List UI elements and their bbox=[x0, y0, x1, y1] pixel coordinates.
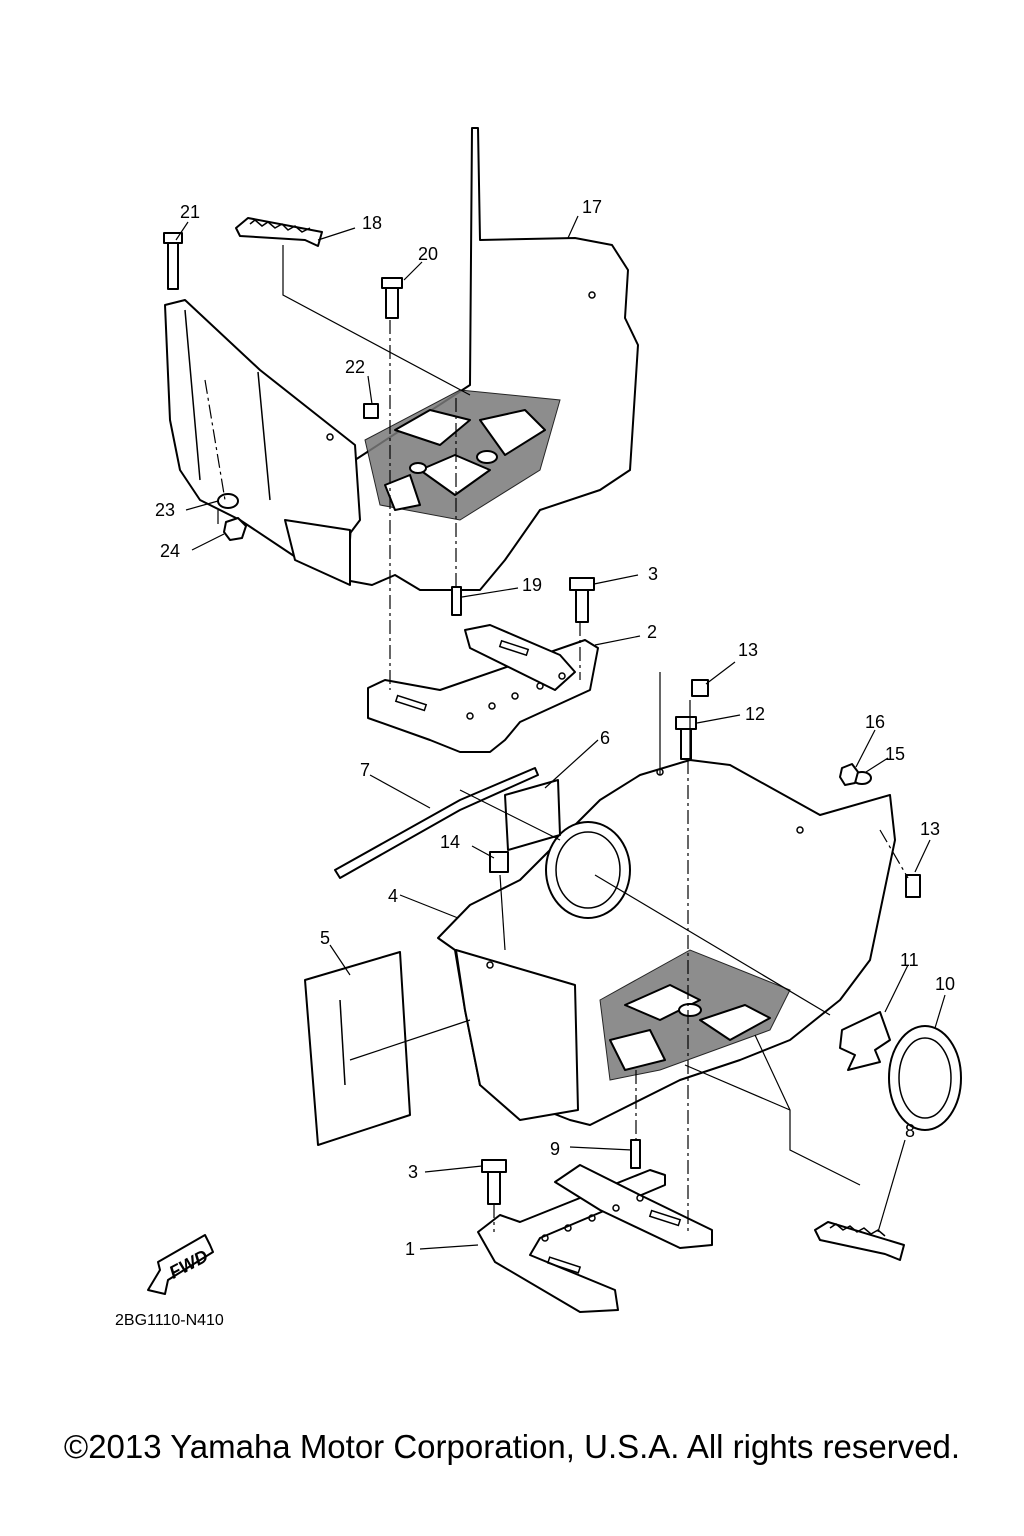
label-part-23: 23 bbox=[155, 500, 175, 520]
label-part-20: 20 bbox=[418, 244, 438, 264]
bolt-3-upper bbox=[569, 577, 595, 623]
label-part-12: 12 bbox=[745, 704, 765, 724]
bolt-3-lower bbox=[481, 1159, 507, 1205]
label-part-13a: 13 bbox=[738, 640, 758, 660]
sheet-6 bbox=[504, 779, 561, 851]
label-part-4: 4 bbox=[388, 886, 398, 906]
label-part-21: 21 bbox=[180, 202, 200, 222]
pin-19 bbox=[451, 586, 462, 616]
bolt-22 bbox=[363, 403, 379, 419]
bolt-12 bbox=[675, 716, 697, 760]
copyright-notice: ©2013 Yamaha Motor Corporation, U.S.A. A… bbox=[63, 1428, 961, 1465]
upper-footrest-assembly bbox=[164, 127, 639, 591]
washer-23 bbox=[217, 493, 239, 509]
label-part-5: 5 bbox=[320, 928, 330, 948]
label-part-18: 18 bbox=[362, 213, 382, 233]
bolt-14 bbox=[489, 851, 509, 873]
label-part-2: 2 bbox=[647, 622, 657, 642]
label-part-7: 7 bbox=[360, 760, 370, 780]
upper-bracket-2 bbox=[367, 624, 599, 753]
label-part-16: 16 bbox=[865, 712, 885, 732]
step-pad-18 bbox=[235, 217, 323, 247]
sheet-5 bbox=[304, 951, 411, 1146]
label-part-3a: 3 bbox=[648, 564, 658, 584]
screw-13-upper bbox=[691, 679, 709, 697]
nut-16 bbox=[839, 763, 859, 786]
label-part-11: 11 bbox=[900, 950, 919, 970]
bolt-20 bbox=[381, 277, 403, 319]
label-part-13b: 13 bbox=[920, 819, 940, 839]
pin-9 bbox=[630, 1139, 641, 1169]
lower-footrest-assembly bbox=[437, 759, 896, 1126]
label-part-6: 6 bbox=[600, 728, 610, 748]
label-part-22: 22 bbox=[345, 357, 365, 377]
label-part-19: 19 bbox=[522, 575, 542, 595]
label-part-24: 24 bbox=[160, 541, 180, 561]
bolt-21 bbox=[163, 232, 183, 290]
drawing-code: 2BG1110-N410 bbox=[115, 1312, 224, 1329]
label-part-15: 15 bbox=[885, 744, 905, 764]
label-part-17: 17 bbox=[582, 197, 602, 217]
screw-13-right bbox=[905, 874, 921, 898]
gasket-11 bbox=[839, 1011, 891, 1071]
label-part-10: 10 bbox=[935, 974, 955, 994]
part-labels: 1 2 3 3 4 5 6 7 8 9 10 11 12 13 13 14 15… bbox=[155, 197, 955, 1259]
fwd-arrow-icon bbox=[147, 1234, 214, 1295]
label-part-8: 8 bbox=[905, 1121, 915, 1141]
label-part-3b: 3 bbox=[408, 1162, 418, 1182]
lower-bracket-1 bbox=[477, 1164, 713, 1313]
step-pad-8 bbox=[814, 1221, 905, 1261]
leader-lines bbox=[175, 215, 946, 1250]
label-part-9: 9 bbox=[550, 1139, 560, 1159]
sheet-7 bbox=[334, 767, 539, 879]
label-part-14: 14 bbox=[440, 832, 460, 852]
cap-10 bbox=[888, 1025, 962, 1131]
nut-24 bbox=[223, 517, 247, 541]
label-part-1: 1 bbox=[405, 1239, 415, 1259]
